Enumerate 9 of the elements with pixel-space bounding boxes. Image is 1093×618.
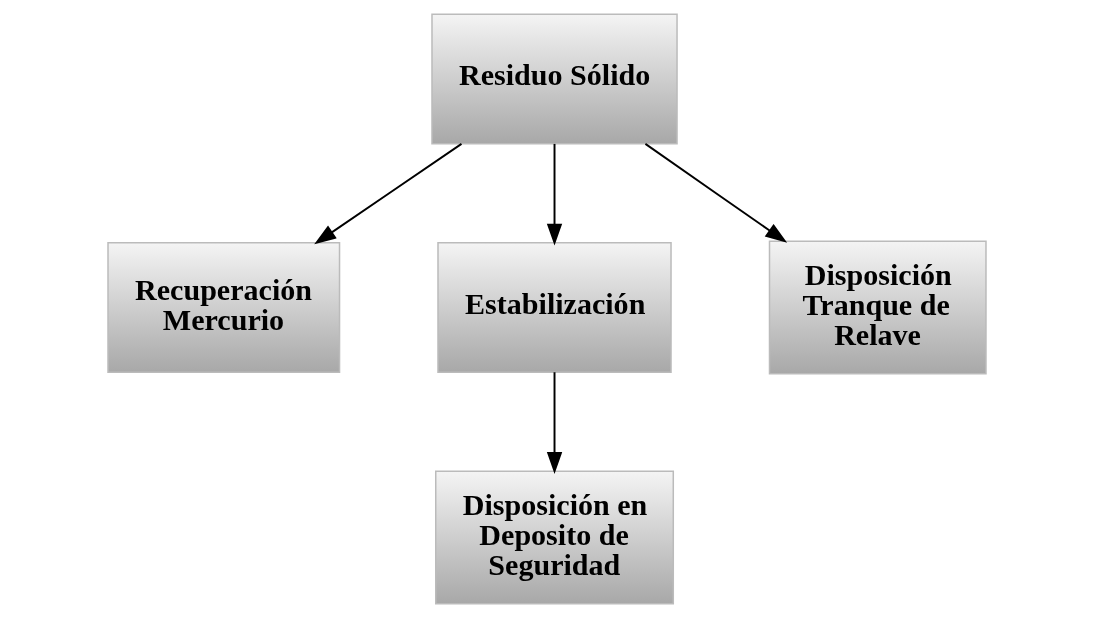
arrow (643, 142, 787, 243)
node-box: Disposición Tranque de Relave (768, 240, 987, 375)
arrow (546, 142, 562, 246)
node-box: Estabilización (436, 242, 672, 373)
node-box: Residuo Sólido (430, 13, 678, 145)
arrow (313, 142, 462, 245)
node-box: Disposición en Deposito de Seguridad (434, 470, 674, 605)
node-box: Recuperación Mercurio (106, 242, 340, 373)
arrow (546, 371, 562, 475)
